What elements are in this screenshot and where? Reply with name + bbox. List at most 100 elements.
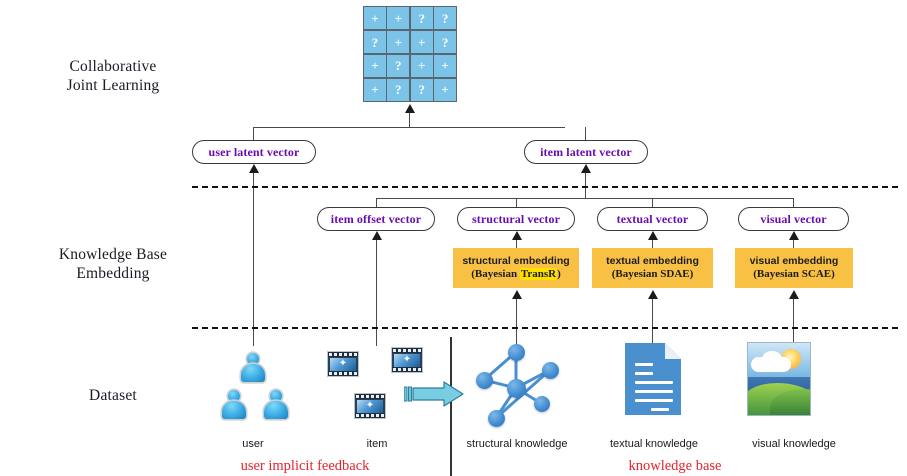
visual-vector-label: visual vector: [760, 211, 827, 226]
divider-knowledge-dataset: [192, 327, 898, 329]
connector-doc-to-textual-embed: [652, 298, 654, 345]
structural-embedding-prefix: (Bayesian: [471, 268, 520, 280]
connector-visual-up: [793, 198, 795, 208]
item-latent-vector[interactable]: item latent vector: [524, 140, 648, 164]
structural-embedding-method: TransR: [519, 268, 558, 280]
structural-embedding[interactable]: structural embedding (Bayesian TransR): [453, 248, 579, 288]
caption-user-implicit-feedback: user implicit feedback: [240, 458, 370, 474]
visual-embedding-suffix: ): [831, 268, 835, 280]
textual-embedding[interactable]: textual embedding (Bayesian SDAE): [592, 248, 713, 288]
latent-join-bar: [253, 127, 565, 129]
caption-user: user: [242, 438, 264, 450]
arrow-to-item-latent: [581, 164, 591, 173]
connector-image-to-visual-embed: [793, 298, 795, 345]
graph-node: [534, 396, 550, 412]
structural-vector[interactable]: structural vector: [457, 207, 575, 231]
textual-embedding-suffix: ): [689, 268, 694, 280]
graph-node: [488, 410, 505, 427]
textual-embedding-line1: textual embedding: [606, 254, 699, 267]
textual-vector[interactable]: textual vector: [597, 207, 708, 231]
matrix-cell: +: [387, 30, 410, 54]
user-person-icon: [221, 390, 247, 420]
matrix-cell: +: [387, 7, 410, 30]
caption-structural-knowledge: structural knowledge: [466, 438, 568, 450]
textual-embedding-method: SDAE: [660, 268, 690, 280]
visual-embedding-method: SCAE: [801, 268, 832, 280]
arrow-to-visual-vector: [789, 231, 799, 240]
matrix-cell: ?: [387, 54, 410, 78]
matrix-cell: ?: [434, 7, 456, 30]
graph-node: [476, 372, 493, 389]
matrix-cell: +: [410, 30, 433, 54]
matrix-cell: ?: [434, 30, 456, 54]
user-latent-vector[interactable]: user latent vector: [192, 140, 316, 164]
connector-item-from-subvectors: [585, 172, 587, 198]
textual-vector-label: textual vector: [616, 211, 689, 226]
stage-label-dataset: Dataset: [89, 387, 137, 404]
structural-embedding-suffix: ): [557, 268, 561, 280]
graph-node: [542, 362, 559, 379]
matrix-cell: +: [410, 54, 433, 78]
textual-embedding-prefix: (Bayesian: [611, 268, 661, 280]
arrow-to-user-latent: [249, 164, 259, 173]
item-offset-vector-label: item offset vector: [330, 211, 422, 226]
connector-user-from-dataset: [253, 172, 255, 346]
item-film-icon: ✦: [328, 352, 358, 376]
visual-image-icon: [748, 343, 810, 415]
connector-structural-up: [516, 198, 518, 208]
visual-embedding-prefix: (Bayesian: [753, 268, 802, 280]
arrow-to-structural-vector: [512, 231, 522, 240]
caption-item: item: [366, 438, 388, 450]
user-latent-vector-label: user latent vector: [208, 144, 300, 159]
arrow-to-item-offset-vector: [372, 231, 382, 240]
graph-node: [507, 379, 526, 398]
structural-embedding-line1: structural embedding: [462, 254, 570, 267]
user-person-icon: [240, 353, 266, 383]
arrow-to-textual-embedding: [648, 290, 658, 299]
caption-visual-knowledge: visual knowledge: [752, 438, 836, 450]
textual-embedding-line2: (Bayesian SDAE): [612, 268, 694, 282]
connector-structural-from-embed: [516, 239, 518, 248]
matrix-cell: ?: [410, 78, 433, 101]
matrix-cell: +: [434, 54, 456, 78]
matrix-cell: +: [364, 54, 386, 78]
caption-textual-knowledge: textual knowledge: [609, 438, 699, 450]
connector-to-matrix: [409, 113, 411, 128]
structural-embedding-line2: (Bayesian TransR): [471, 268, 561, 282]
connector-item-offset-up: [376, 198, 378, 208]
item-latent-vector-label: item latent vector: [540, 144, 632, 159]
connector-user-latent-up: [253, 127, 255, 140]
textual-document-icon: [625, 343, 681, 415]
matrix-cell: +: [364, 7, 386, 30]
item-subvector-join-bar: [376, 198, 794, 200]
matrix-cell: ?: [387, 78, 410, 101]
matrix-cell: +: [364, 78, 386, 101]
knowledge-graph-icon: [462, 338, 570, 430]
arrow-to-structural-embedding: [512, 290, 522, 299]
transform-arrow-icon: [403, 379, 466, 409]
divider-collaborative-knowledge: [192, 186, 898, 188]
connector-offset-from-dataset: [376, 239, 378, 346]
structural-vector-label: structural vector: [472, 211, 560, 226]
visual-embedding[interactable]: visual embedding (Bayesian SCAE): [735, 248, 853, 288]
user-person-icon: [263, 390, 289, 420]
item-offset-vector[interactable]: item offset vector: [317, 207, 435, 231]
arrow-to-textual-vector: [648, 231, 658, 240]
stage-label-knowledge-base-embedding: Knowledge Base Embedding: [58, 246, 168, 282]
connector-graph-to-structural-embed: [516, 298, 518, 348]
visual-vector[interactable]: visual vector: [738, 207, 849, 231]
graph-node: [508, 344, 525, 361]
connector-visual-from-embed: [793, 239, 795, 248]
matrix-cell: +: [434, 78, 456, 101]
dataset-section-divider: [450, 337, 452, 476]
visual-embedding-line2: (Bayesian SCAE): [753, 268, 835, 282]
visual-embedding-line1: visual embedding: [749, 254, 839, 267]
connector-item-latent-up: [585, 127, 587, 140]
matrix-cell: ?: [364, 30, 386, 54]
connector-textual-from-embed: [652, 239, 654, 248]
item-film-icon: ✦: [355, 394, 385, 418]
arrow-to-visual-embedding: [789, 290, 799, 299]
arrow-to-matrix: [405, 104, 415, 113]
item-film-icon: ✦: [392, 348, 422, 372]
